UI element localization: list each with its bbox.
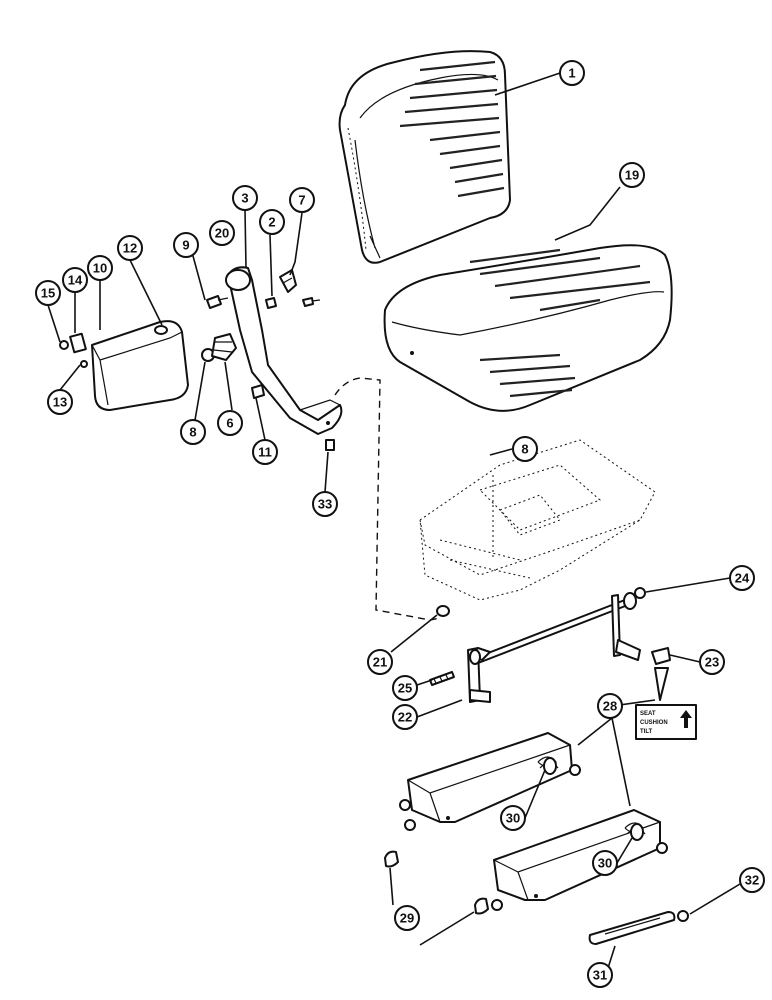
callout-9: 9 bbox=[173, 232, 199, 258]
seat-back bbox=[338, 50, 511, 264]
pivot-bracket-lower bbox=[493, 809, 668, 901]
tilt-shaft bbox=[467, 592, 641, 703]
svg-text:14: 14 bbox=[68, 273, 83, 288]
callout-14: 14 bbox=[62, 267, 88, 293]
callout-8-left: 8 bbox=[180, 419, 206, 445]
callout-7: 7 bbox=[289, 187, 315, 213]
svg-text:32: 32 bbox=[745, 873, 759, 888]
callout-29: 29 bbox=[394, 905, 420, 931]
callout-3: 3 bbox=[232, 185, 258, 211]
springs bbox=[537, 756, 646, 841]
pivot-bracket-upper bbox=[399, 732, 581, 823]
callout-23: 23 bbox=[699, 649, 725, 675]
svg-text:21: 21 bbox=[373, 655, 387, 670]
svg-text:28: 28 bbox=[603, 699, 617, 714]
armrest-bracket bbox=[225, 266, 343, 435]
svg-text:13: 13 bbox=[53, 395, 67, 410]
svg-text:15: 15 bbox=[41, 286, 55, 301]
callout-22: 22 bbox=[392, 704, 418, 730]
svg-text:30: 30 bbox=[598, 856, 612, 871]
svg-text:11: 11 bbox=[258, 445, 272, 460]
callout-6: 6 bbox=[217, 410, 243, 436]
callout-19: 19 bbox=[619, 162, 645, 188]
leader-lines bbox=[47, 72, 741, 988]
studs-and-nuts bbox=[384, 819, 689, 922]
callout-30-lower: 30 bbox=[592, 850, 618, 876]
identification-plate bbox=[588, 911, 676, 945]
decal-line1: SEAT bbox=[640, 711, 656, 717]
svg-text:8: 8 bbox=[521, 442, 528, 457]
decal-line2: CUSHION bbox=[640, 720, 668, 726]
washer-21 bbox=[436, 605, 450, 617]
svg-text:10: 10 bbox=[93, 261, 107, 276]
armrest-hardware bbox=[59, 325, 237, 368]
armrest-pad bbox=[91, 320, 189, 411]
callout-32: 32 bbox=[739, 867, 765, 893]
bracket-hardware bbox=[206, 269, 335, 451]
callout-21: 21 bbox=[367, 649, 393, 675]
svg-text:6: 6 bbox=[226, 416, 233, 431]
callout-1: 1 bbox=[559, 60, 585, 86]
svg-text:19: 19 bbox=[625, 168, 639, 183]
callout-12: 12 bbox=[117, 235, 143, 261]
callout-30-upper: 30 bbox=[500, 805, 526, 831]
svg-text:2: 2 bbox=[268, 215, 275, 230]
callout-15: 15 bbox=[35, 280, 61, 306]
bushing-24 bbox=[634, 587, 646, 599]
callout-13: 13 bbox=[47, 389, 73, 415]
callout-8-right: 8 bbox=[512, 436, 538, 462]
svg-text:33: 33 bbox=[318, 497, 332, 512]
svg-text:25: 25 bbox=[398, 681, 412, 696]
callout-10: 10 bbox=[87, 255, 113, 281]
svg-text:3: 3 bbox=[241, 191, 248, 206]
decal-line3: TILT bbox=[640, 729, 653, 735]
svg-text:31: 31 bbox=[593, 968, 607, 983]
svg-text:9: 9 bbox=[182, 238, 189, 253]
assembly-dashed-line bbox=[334, 377, 441, 621]
tilt-decal: SEAT CUSHION TILT bbox=[635, 667, 697, 740]
svg-text:23: 23 bbox=[705, 655, 719, 670]
callout-31: 31 bbox=[587, 962, 613, 988]
svg-text:8: 8 bbox=[189, 425, 196, 440]
svg-text:22: 22 bbox=[398, 710, 412, 725]
callout-2: 2 bbox=[259, 209, 285, 235]
callout-24: 24 bbox=[729, 565, 755, 591]
svg-text:1: 1 bbox=[568, 66, 575, 81]
callout-20: 20 bbox=[209, 220, 235, 246]
svg-text:7: 7 bbox=[298, 193, 305, 208]
callout-28: 28 bbox=[597, 693, 623, 719]
svg-text:24: 24 bbox=[735, 571, 750, 586]
svg-text:29: 29 bbox=[400, 911, 414, 926]
callout-25: 25 bbox=[392, 675, 418, 701]
svg-text:12: 12 bbox=[123, 241, 137, 256]
callout-11: 11 bbox=[252, 439, 278, 465]
spring-pin-25 bbox=[429, 671, 455, 686]
callouts: 1 2 3 6 7 8 8 9 10 11 12 13 14 15 19 20 … bbox=[35, 60, 765, 988]
callout-33: 33 bbox=[312, 491, 338, 517]
svg-text:30: 30 bbox=[506, 811, 520, 826]
seat-cushion bbox=[383, 244, 673, 412]
pad-23 bbox=[651, 647, 671, 665]
svg-text:20: 20 bbox=[215, 226, 229, 241]
seat-frame bbox=[419, 439, 656, 601]
